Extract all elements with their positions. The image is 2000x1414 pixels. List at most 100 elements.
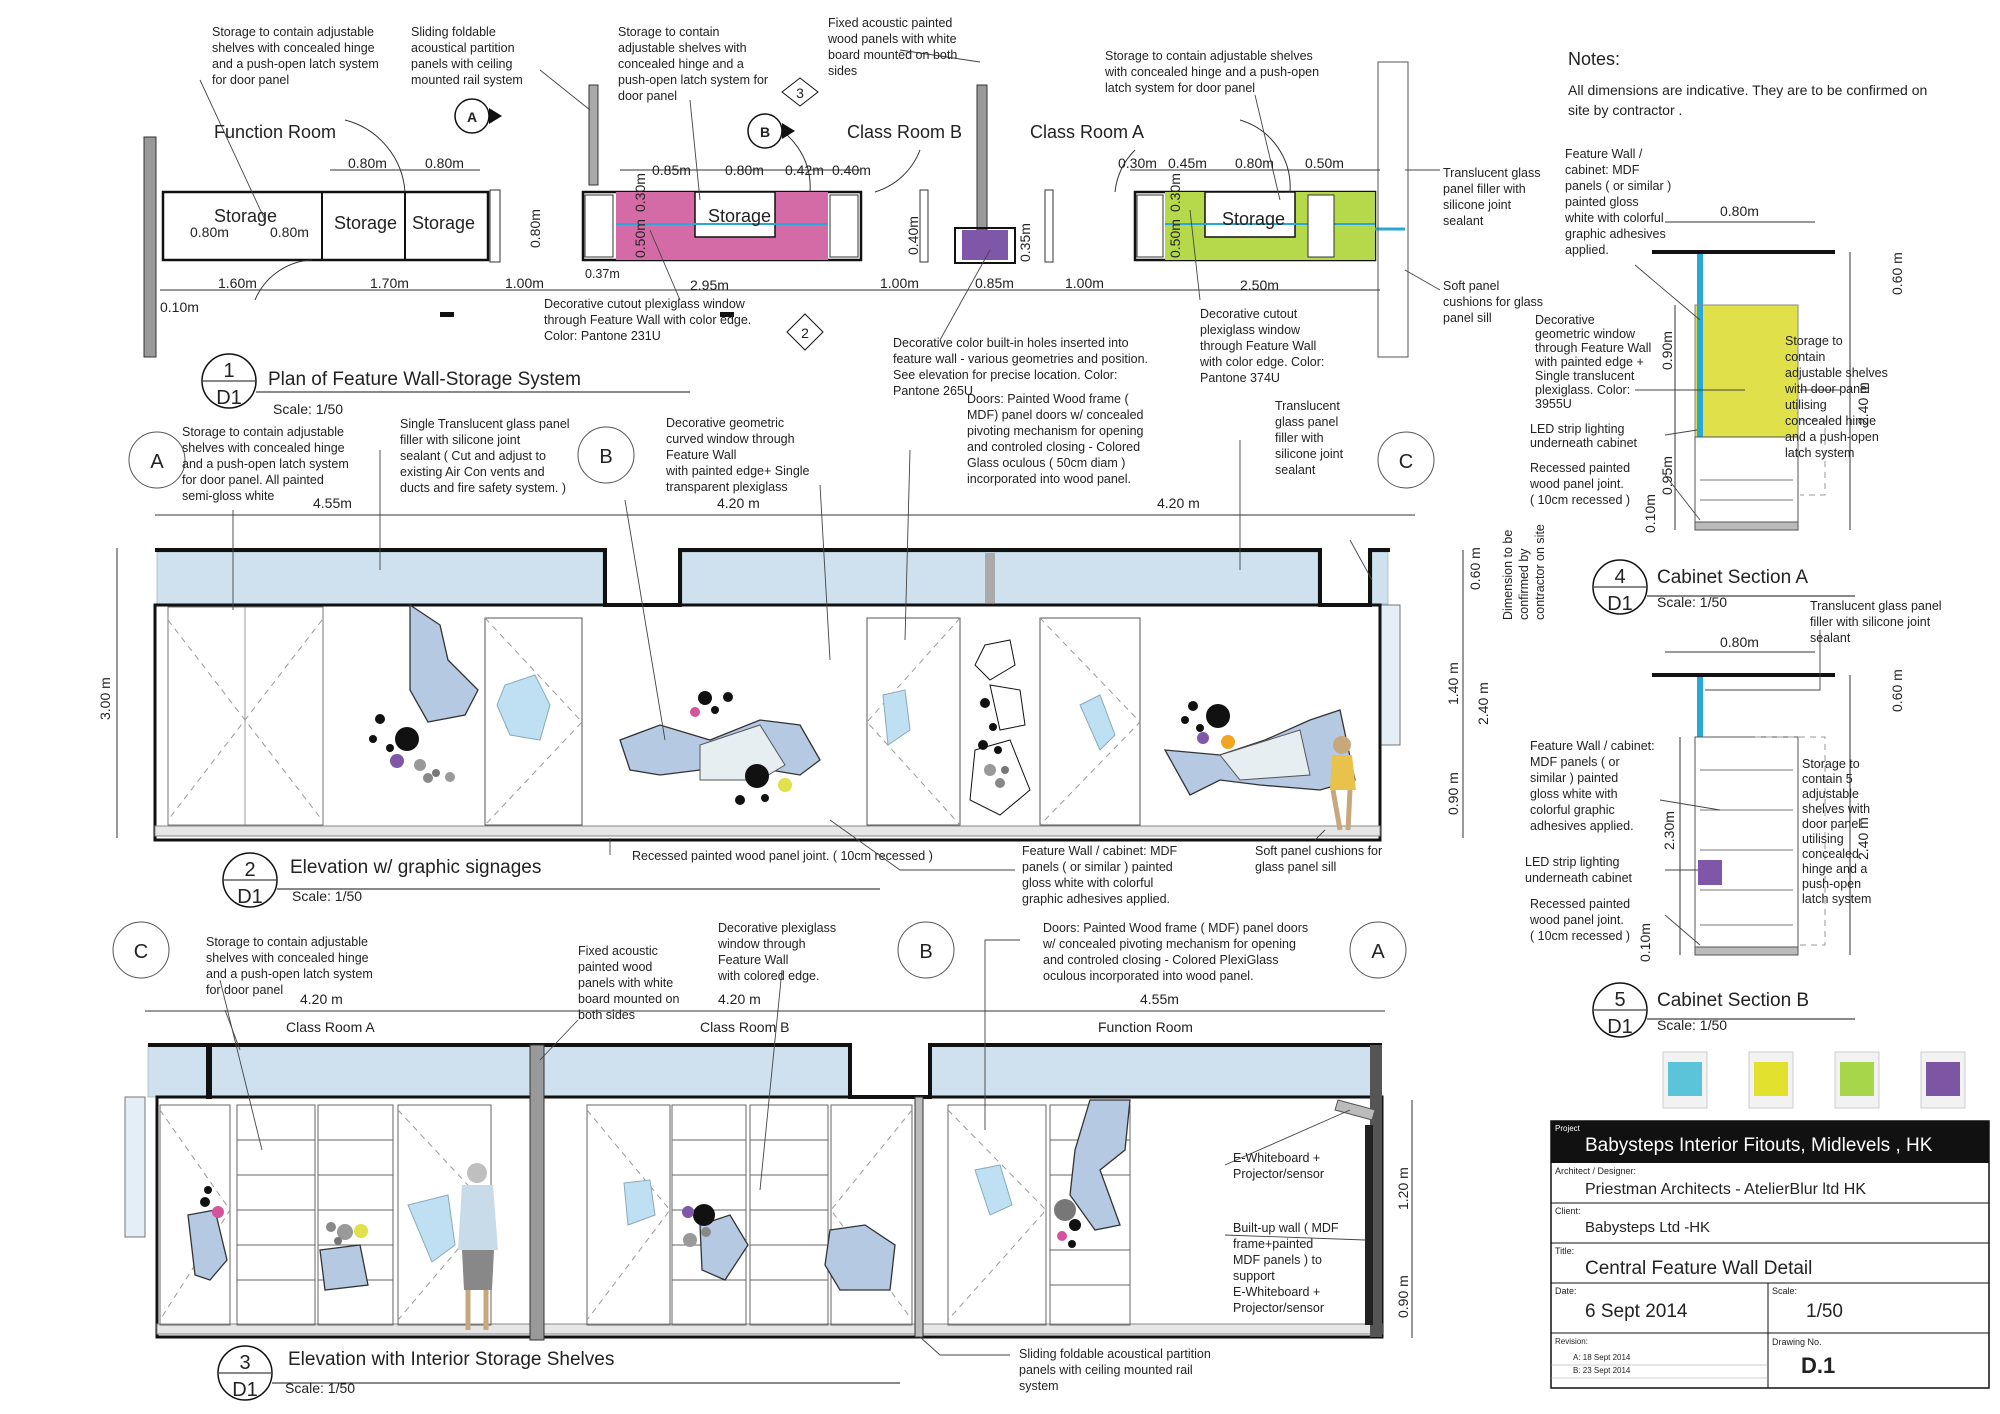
elev2-note: Storage to contain adjustable — [182, 425, 344, 439]
plan-dimension: 0.30m — [1118, 155, 1157, 171]
elev3-note: shelves with concealed hinge — [206, 951, 369, 965]
elev2-note: Single Translucent glass panel — [400, 417, 570, 431]
sec4-note: utilising — [1785, 398, 1827, 412]
elev3-note: panels with ceiling mounted rail — [1019, 1363, 1193, 1377]
elev3-note: Feature Wall — [718, 953, 788, 967]
plan-dimension: 0.40m — [832, 162, 871, 178]
plan-dimension: 0.40m — [905, 216, 921, 255]
sec5-note: wood panel joint. — [1529, 913, 1624, 927]
marker-label: A — [150, 451, 164, 473]
plan-note: Storage to contain adjustable — [212, 25, 374, 39]
elev3-note: system — [1019, 1379, 1059, 1393]
sec5-note: gloss white with — [1530, 787, 1618, 801]
sec5-title: Cabinet Section B — [1657, 990, 1809, 1011]
plan-partition — [489, 189, 501, 263]
recessed-joint — [1694, 521, 1799, 531]
sec4-dimension: 0.60 m — [1889, 252, 1905, 295]
plan-door-swing — [344, 119, 406, 193]
child-figure — [1330, 736, 1356, 831]
elev2-note: semi-gloss white — [182, 489, 274, 503]
elev2-built-in-hole — [974, 639, 1016, 681]
plan-note: shelves with concealed hinge — [212, 41, 375, 55]
plan-drawing — [143, 49, 1441, 409]
grid-marker-b — [577, 426, 635, 484]
plan-room-function: Function Room — [214, 122, 336, 142]
elev2-title-number: 2 — [244, 859, 255, 881]
elev2-dimension: 1.40 m — [1445, 662, 1461, 705]
plan-door-swing — [874, 149, 921, 193]
door-dash — [1755, 736, 1826, 946]
title-block-frame — [1550, 1120, 1990, 1389]
leader-line — [1634, 264, 1701, 321]
leader-line — [919, 1336, 1010, 1356]
feature-wall-cabinet — [1694, 304, 1799, 438]
elev3-geometric-window — [319, 1244, 369, 1291]
leader-line — [1224, 1109, 1351, 1166]
sec5-dimension: 0.10m — [1637, 923, 1653, 962]
sec5-note: Storage to — [1802, 757, 1860, 771]
elev3-dimension: 4.20 m — [718, 991, 761, 1007]
plan-dimension: 0.85m — [652, 162, 691, 178]
leader-line — [539, 1019, 579, 1061]
plan-dimension: 0.85m — [975, 275, 1014, 291]
marker-label: 3 — [796, 85, 804, 101]
sec4-note: with painted edge + — [1534, 355, 1644, 369]
elev2-side-note: Dimension to be — [1501, 530, 1515, 620]
elev3-note: painted wood — [578, 960, 652, 974]
plan-dimension: 0.50m — [632, 219, 648, 258]
storage-cabinet — [1694, 736, 1799, 948]
sec4-note: contain — [1785, 350, 1825, 364]
elev2-glass-band — [681, 551, 1319, 605]
elev3-glass-band — [147, 1044, 209, 1098]
elev2-note: MDF) panel doors w/ concealed — [967, 408, 1144, 422]
sec4-note: underneath cabinet — [1530, 436, 1638, 450]
plan-note: Decorative color built-in holes inserted… — [893, 336, 1129, 350]
sec5-title-sheet: D1 — [1607, 1016, 1633, 1038]
client-label: Client: — [1555, 1206, 1581, 1216]
sec5-scale: Scale: 1/50 — [1657, 1017, 1727, 1033]
revision-label: Revision: — [1555, 1337, 1588, 1346]
grid-marker-a — [128, 431, 186, 489]
leader-line — [1705, 630, 1821, 691]
glass-filler — [1697, 254, 1703, 334]
sec4-note: 3955U — [1535, 397, 1572, 411]
plan-storage-2 — [694, 191, 776, 238]
plan-storage-label: Storage — [412, 213, 475, 233]
plan-dimension: 1.00m — [505, 275, 544, 291]
elev3-note: w/ concealed pivoting mechanism for open… — [1042, 937, 1296, 951]
leader-line — [759, 969, 783, 1191]
plan-note: silicone joint — [1443, 198, 1512, 212]
elev2-built-in-hole — [989, 684, 1026, 731]
elevation-2-drawing — [116, 426, 1464, 908]
elev2-note: Translucent — [1275, 399, 1340, 413]
plan-door-swing — [254, 259, 313, 301]
elev2-note: Glass oculous ( 50cm diam ) — [967, 456, 1125, 470]
leader-line — [1664, 429, 1698, 436]
elev3-geometric-window — [824, 1224, 896, 1291]
plan-hole-box — [954, 227, 1016, 264]
elev2-side-note: confirmed by — [1517, 548, 1531, 620]
elev2-glass-oculus — [496, 674, 551, 741]
elev3-title-number: 3 — [239, 1352, 250, 1374]
sec5-note: latch system — [1802, 892, 1871, 906]
notes-text: site by contractor . — [1568, 102, 1682, 118]
elev3-note: Built-up wall ( MDF — [1233, 1221, 1339, 1235]
leader-line — [219, 979, 263, 1151]
cabinet-shelves — [1700, 479, 1793, 501]
grid-marker-a — [1349, 921, 1407, 979]
sec4-note: concealed hinge — [1785, 414, 1876, 428]
door-swing-dashes — [947, 1109, 1047, 1321]
cabinet-section-a-drawing — [1592, 221, 1855, 615]
elev3-note: window through — [717, 937, 806, 951]
elev2-note: with painted edge+ Single — [665, 464, 810, 478]
plan-dimension: 0.80m — [190, 224, 229, 240]
leader-line — [224, 1009, 241, 1051]
elev3-room-label: Function Room — [1098, 1019, 1193, 1035]
grid-marker-b — [897, 921, 955, 979]
project-label: Project — [1555, 1124, 1580, 1133]
plan-room-class-a: Class Room A — [1030, 122, 1144, 142]
elev2-note: Decorative geometric — [666, 416, 784, 430]
projector — [1334, 1099, 1376, 1121]
marker-label: 2 — [801, 325, 809, 341]
leader-line — [939, 249, 991, 341]
